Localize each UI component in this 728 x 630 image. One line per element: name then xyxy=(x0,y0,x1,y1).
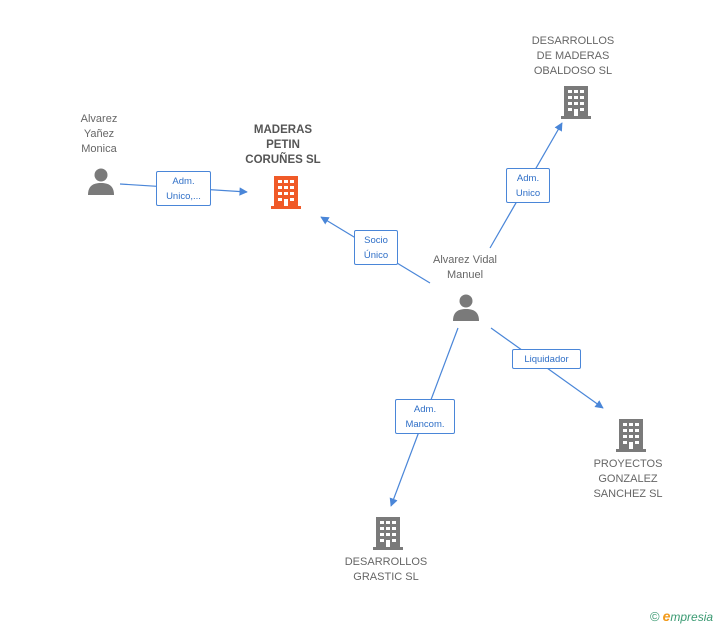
person-icon[interactable] xyxy=(451,292,481,322)
brand-initial: e xyxy=(662,608,671,624)
brand-name: mpresia xyxy=(670,610,714,624)
copyright-symbol: © xyxy=(650,609,660,624)
edge-label-adm-unico-yanez[interactable]: Adm. Unico,... xyxy=(156,171,211,206)
brand-logo: ©empresia xyxy=(650,608,713,624)
building-icon[interactable] xyxy=(560,84,592,120)
node-label-alvarez-vidal[interactable]: Alvarez Vidal Manuel xyxy=(433,254,497,281)
node-label-desarrollos-maderas[interactable]: DESARROLLOS DE MADERAS OBALDOSO SL xyxy=(531,35,615,77)
edge-label-adm-unico-vidal[interactable]: Adm. Unico xyxy=(506,168,550,203)
node-label-desarrollos-grastic[interactable]: DESARROLLOS GRASTIC SL xyxy=(344,556,428,583)
building-icon[interactable] xyxy=(372,515,404,551)
building-icon[interactable] xyxy=(615,417,647,453)
node-label-maderas-petin[interactable]: MADERAS PETIN CORUÑES SL xyxy=(245,124,321,166)
person-icon[interactable] xyxy=(86,166,116,196)
node-label-alvarez-yanez[interactable]: Alvarez Yañez Monica xyxy=(80,113,118,155)
edge-label-adm-mancom[interactable]: Adm. Mancom. xyxy=(395,399,455,434)
building-icon-main[interactable] xyxy=(270,174,302,210)
edge-label-liquidador[interactable]: Liquidador xyxy=(512,349,581,369)
edge-label-socio-unico[interactable]: Socio Único xyxy=(354,230,398,265)
node-label-proyectos-gonzalez[interactable]: PROYECTOS GONZALEZ SANCHEZ SL xyxy=(593,458,663,500)
